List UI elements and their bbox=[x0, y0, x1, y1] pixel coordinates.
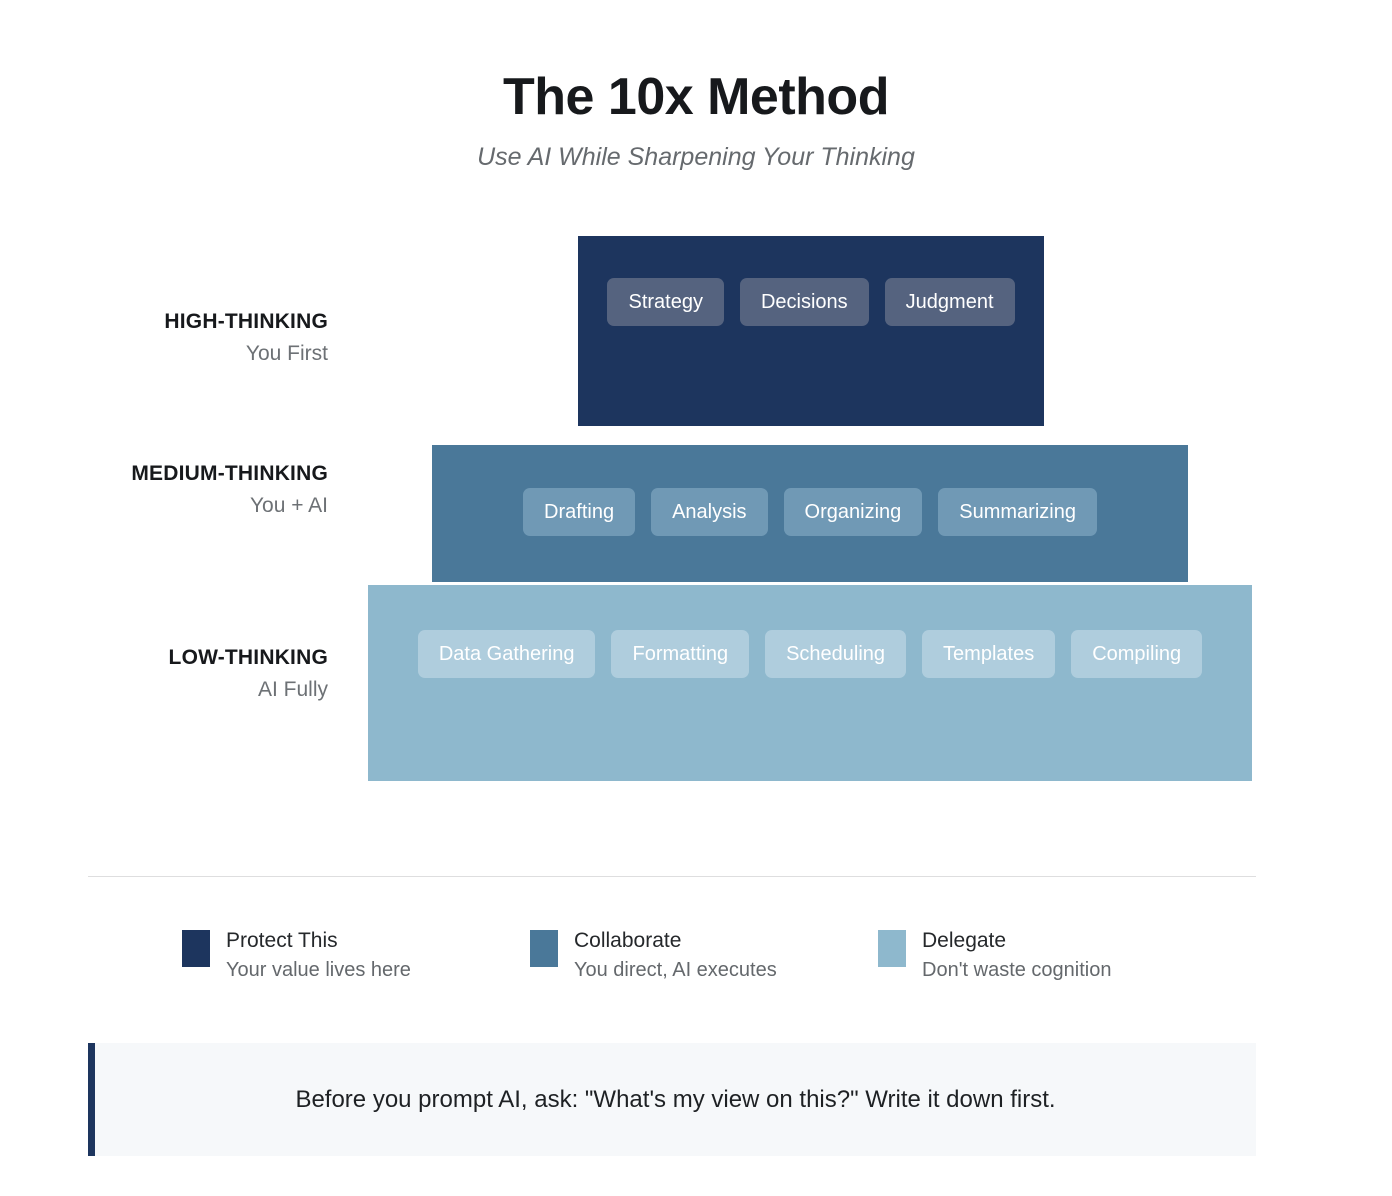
tier-label-medium-thinking-sub: You + AI bbox=[249, 494, 328, 518]
tier-band-high-thinking: Strategy Decisions Judgment bbox=[578, 236, 1044, 427]
legend-item-collaborate: Collaborate You direct, AI executes bbox=[530, 928, 878, 983]
tier-band-low-thinking: Data Gathering Formatting Scheduling Tem… bbox=[368, 585, 1252, 782]
task-chip[interactable]: Decisions bbox=[739, 278, 869, 327]
legend-item-delegate: Delegate Don't waste cognition bbox=[878, 928, 1226, 983]
legend-item-protect-this: Protect This Your value lives here bbox=[182, 928, 530, 983]
legend-item-title: Delegate bbox=[922, 929, 1007, 952]
tier-label-medium-thinking-name: MEDIUM-THINKING bbox=[131, 462, 328, 486]
task-chip[interactable]: Organizing bbox=[783, 488, 923, 537]
task-chip[interactable]: Analysis bbox=[651, 488, 768, 537]
tier-label-low-thinking: LOW-THINKING AI Fully bbox=[68, 644, 328, 705]
callout-text: Before you prompt AI, ask: "What's my vi… bbox=[295, 1085, 1056, 1113]
task-chip[interactable]: Summarizing bbox=[938, 488, 1097, 537]
legend-item-desc: You direct, AI executes bbox=[574, 959, 777, 982]
legend-item-desc: Your value lives here bbox=[226, 959, 411, 982]
legend-item-title: Collaborate bbox=[574, 929, 682, 952]
legend-swatch-icon bbox=[182, 930, 210, 967]
section-divider bbox=[88, 876, 1256, 877]
tier-label-medium-thinking: MEDIUM-THINKING You + AI bbox=[68, 460, 328, 521]
legend: Protect This Your value lives here Colla… bbox=[182, 928, 1226, 983]
legend-swatch-icon bbox=[530, 930, 558, 967]
task-chip[interactable]: Data Gathering bbox=[417, 630, 596, 679]
header: The 10x Method Use AI While Sharpening Y… bbox=[0, 0, 1392, 172]
tier-band-medium-thinking: Drafting Analysis Organizing Summarizing bbox=[432, 445, 1188, 583]
task-chip[interactable]: Strategy bbox=[607, 278, 724, 327]
task-chip[interactable]: Scheduling bbox=[765, 630, 907, 679]
page-title: The 10x Method bbox=[503, 68, 889, 126]
task-chip[interactable]: Drafting bbox=[523, 488, 636, 537]
task-chip[interactable]: Templates bbox=[922, 630, 1056, 679]
legend-item-title: Protect This bbox=[226, 929, 338, 952]
tier-label-high-thinking: HIGH-THINKING You First bbox=[68, 308, 328, 369]
tier-label-low-thinking-sub: AI Fully bbox=[257, 678, 328, 702]
legend-swatch-icon bbox=[878, 930, 906, 967]
tier-label-high-thinking-name: HIGH-THINKING bbox=[164, 310, 328, 334]
task-chip[interactable]: Formatting bbox=[611, 630, 750, 679]
tier-label-high-thinking-sub: You First bbox=[245, 342, 328, 366]
tier-label-low-thinking-name: LOW-THINKING bbox=[168, 646, 328, 670]
legend-item-desc: Don't waste cognition bbox=[922, 959, 1112, 982]
page-subtitle: Use AI While Sharpening Your Thinking bbox=[477, 143, 915, 172]
task-chip[interactable]: Compiling bbox=[1071, 630, 1203, 679]
task-chip[interactable]: Judgment bbox=[884, 278, 1015, 327]
callout-banner: Before you prompt AI, ask: "What's my vi… bbox=[88, 1043, 1256, 1156]
